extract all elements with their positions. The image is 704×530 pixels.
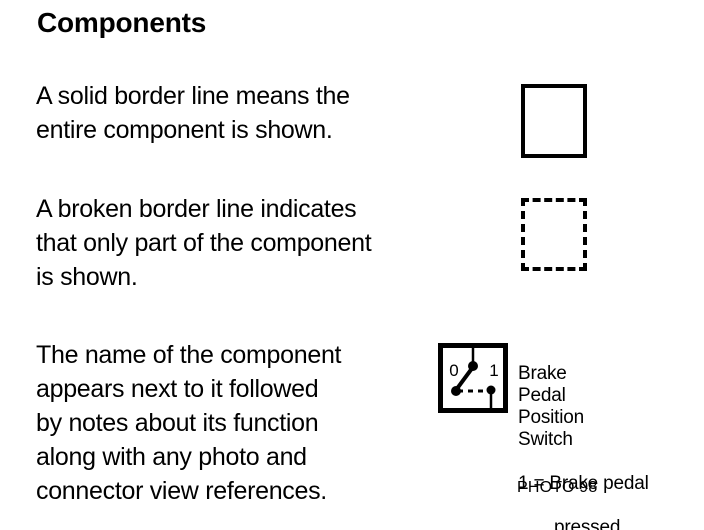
switch-terminal-top-dot [468,361,478,371]
paragraph-solid-border: A solid border line means the entire com… [36,82,350,144]
component-name-text: Brake Pedal Position Switch [518,363,584,450]
paragraph-component-name: The name of the component appears next t… [36,341,342,505]
page-title: Components [37,7,207,38]
solid-rectangle-icon [521,84,587,158]
dashed-rectangle-icon [521,198,587,271]
paragraph-broken-border: A broken border line indicates that only… [36,195,372,291]
switch-terminal-right-dot [486,385,496,395]
switch-pivot-dot [451,386,461,396]
component-note-line-1: 1 = Brake pedal [518,473,649,494]
photo-reference: PHOTO 98 [517,479,598,496]
switch-label-0: 0 [449,361,458,380]
component-annotation: Brake Pedal Position Switch 1 = Brake pe… [518,341,698,530]
spdt-switch-icon: 0 1 [438,343,508,413]
switch-lever [454,365,475,392]
component-note-line-2: pressed. [554,517,626,530]
switch-label-1: 1 [489,361,498,380]
switch-symbol-drawing: 0 1 [438,343,508,413]
